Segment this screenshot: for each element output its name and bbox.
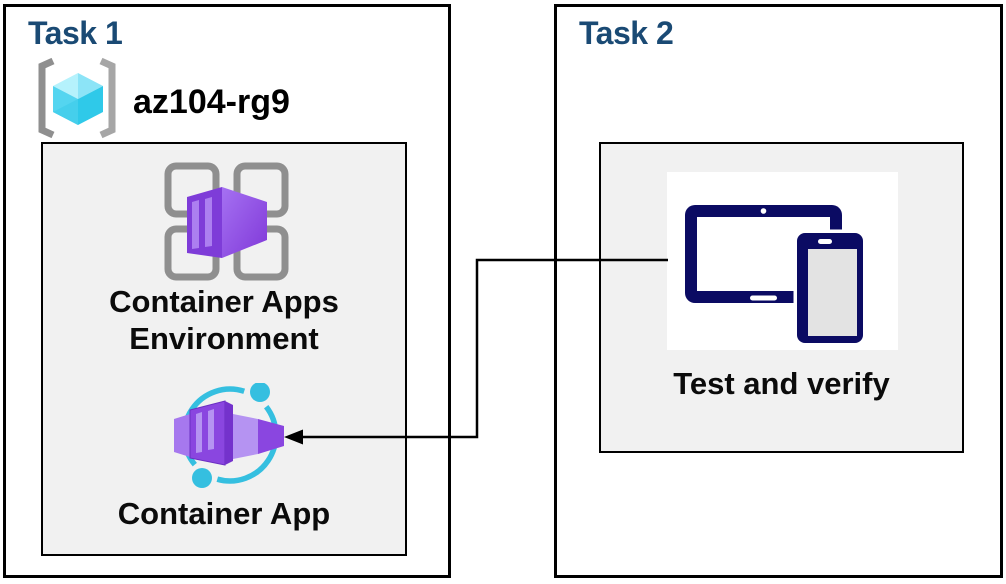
- task2-inner-box: Test and verify: [599, 142, 964, 453]
- container-app-icon: [174, 383, 284, 488]
- task2-title: Task 2: [579, 15, 674, 51]
- environment-label-line1: Container Apps: [109, 284, 339, 319]
- test-card: [667, 172, 898, 350]
- resource-group-name: az104-rg9: [133, 83, 290, 121]
- task2-panel: Task 2 Test and verify: [554, 4, 1003, 578]
- task1-title: Task 1: [28, 15, 123, 51]
- task1-panel: Task 1 az104-rg9: [3, 4, 451, 578]
- container-app-label: Container App: [117, 496, 331, 531]
- task1-inner-box: Container Apps Environment Container App: [41, 142, 407, 556]
- tablet-and-phone-devices-icon: [685, 205, 867, 347]
- container-apps-environment-icon: [164, 162, 289, 281]
- environment-label: Container Apps Environment: [43, 283, 405, 357]
- resource-group-icon: [38, 57, 116, 139]
- environment-label-line2: Environment: [129, 321, 319, 356]
- test-and-verify-label: Test and verify: [673, 366, 890, 401]
